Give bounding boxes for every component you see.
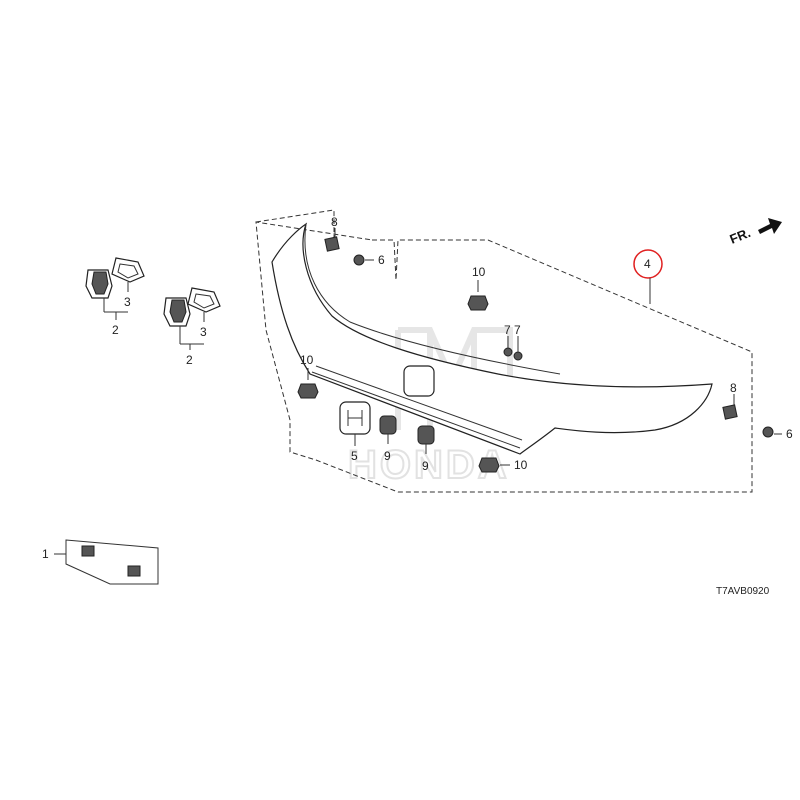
callout-6: 6 bbox=[378, 253, 385, 267]
nut-part-10[interactable]: 10 bbox=[467, 265, 489, 311]
nut-part-10[interactable]: 10 bbox=[478, 457, 528, 473]
clip-part-8[interactable]: 8 bbox=[324, 215, 340, 252]
lamp-part-2-3-upper[interactable]: 2 3 bbox=[85, 257, 145, 337]
highlight-circle bbox=[633, 249, 663, 279]
spoiler-body[interactable] bbox=[271, 222, 713, 455]
callout-7: 7 bbox=[504, 323, 511, 337]
screw-part-6[interactable]: 6 bbox=[762, 426, 793, 441]
grommet-part-9[interactable]: 9 bbox=[417, 425, 435, 473]
callout-3: 3 bbox=[200, 325, 207, 339]
fr-label: FR. bbox=[728, 225, 753, 247]
kit-part-1[interactable]: 1 bbox=[42, 539, 159, 585]
diagram-code: T7AVB0920 bbox=[716, 586, 770, 597]
callout-2: 2 bbox=[186, 353, 193, 367]
nut-part-7[interactable]: 7 bbox=[513, 323, 523, 361]
emblem-part-5[interactable]: 5 bbox=[339, 401, 371, 463]
callout-9: 9 bbox=[384, 449, 391, 463]
screw-part-6[interactable]: 6 bbox=[353, 253, 385, 267]
callout-1: 1 bbox=[42, 547, 49, 561]
callout-8: 8 bbox=[331, 215, 338, 229]
callout-10: 10 bbox=[514, 458, 528, 472]
nut-part-10[interactable]: 10 bbox=[297, 353, 319, 399]
callout-4: 4 bbox=[644, 257, 651, 271]
grommet-part-9[interactable]: 9 bbox=[379, 415, 397, 463]
emblem-mount bbox=[403, 365, 435, 397]
callout-10: 10 bbox=[472, 265, 486, 279]
callout-5: 5 bbox=[351, 449, 358, 463]
nut-part-7[interactable]: 7 bbox=[503, 323, 513, 357]
clip-part-8[interactable]: 8 bbox=[722, 381, 738, 420]
callout-2: 2 bbox=[112, 323, 119, 337]
callout-8: 8 bbox=[730, 381, 737, 395]
callout-3: 3 bbox=[124, 295, 131, 309]
callout-4-group[interactable]: 4 bbox=[633, 249, 663, 304]
lamp-part-2-3-lower[interactable]: 2 3 bbox=[163, 287, 221, 367]
assembly-boundary bbox=[255, 209, 753, 493]
arrow-icon bbox=[758, 218, 782, 234]
callout-7: 7 bbox=[514, 323, 521, 337]
front-direction-indicator: FR. bbox=[728, 218, 782, 247]
callout-9: 9 bbox=[422, 459, 429, 473]
callout-10: 10 bbox=[300, 353, 314, 367]
callout-6: 6 bbox=[786, 427, 793, 441]
